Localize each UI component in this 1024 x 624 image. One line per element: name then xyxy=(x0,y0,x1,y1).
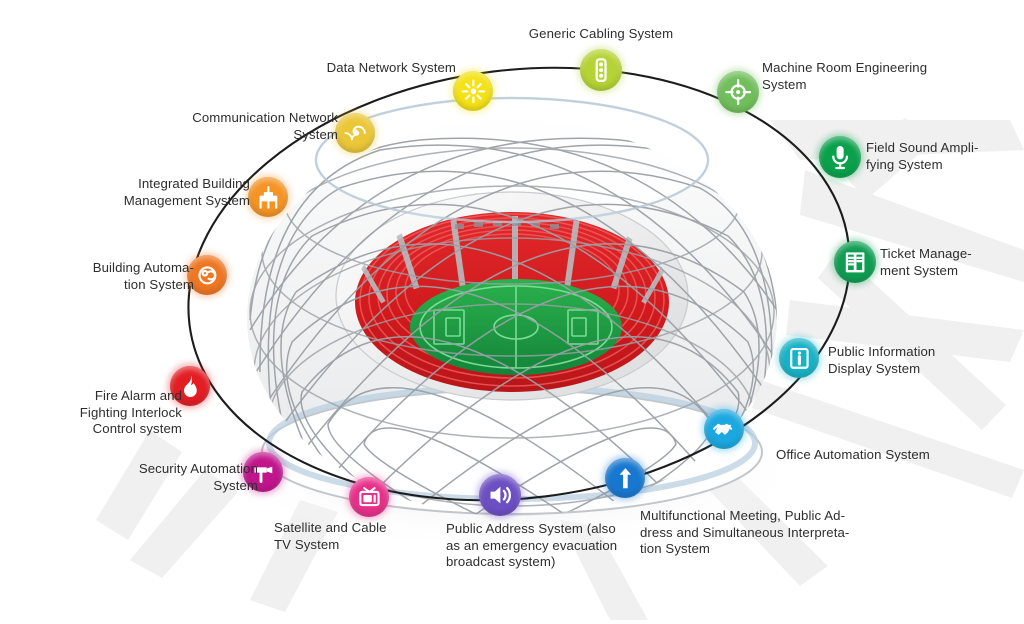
info-display-icon xyxy=(785,344,814,373)
system-node-public-information[interactable] xyxy=(779,338,819,378)
system-label-building-automation: Building Automa- tion System xyxy=(92,260,194,292)
system-label-machine-room: Machine Room Engineering System xyxy=(762,60,928,92)
handshake-icon xyxy=(710,415,739,444)
system-node-machine-room[interactable] xyxy=(717,71,759,113)
cctv-camera-icon xyxy=(249,458,278,487)
system-node-public-address[interactable] xyxy=(479,474,521,516)
cable-connector-icon xyxy=(586,55,616,85)
system-node-satellite-cable-tv[interactable] xyxy=(349,477,389,517)
system-node-multifunctional-meeting[interactable] xyxy=(605,458,645,498)
system-node-integrated-building[interactable] xyxy=(248,177,288,217)
scoreboard-row xyxy=(455,221,559,229)
thermostat-dial-icon xyxy=(193,261,222,290)
crosshair-target-icon xyxy=(723,77,753,107)
spiral-signal-icon xyxy=(341,119,370,148)
ticket-book-icon xyxy=(840,247,870,277)
system-label-communication-network: Communication Network System xyxy=(192,110,338,142)
system-label-generic-cabling: Generic Cabling System xyxy=(528,26,674,41)
system-node-building-automation[interactable] xyxy=(187,255,227,295)
building-network-icon xyxy=(254,183,283,212)
system-label-fire-alarm: Fire Alarm and Fighting Interlock Contro… xyxy=(79,388,182,436)
system-node-data-network[interactable] xyxy=(453,71,493,111)
flame-icon xyxy=(176,372,205,401)
system-node-office-automation[interactable] xyxy=(704,409,744,449)
system-label-ticket-management: Ticket Manage- ment System xyxy=(880,246,972,278)
microphone-icon xyxy=(825,142,855,172)
podium-speaker-icon xyxy=(611,464,640,493)
system-label-data-network: Data Network System xyxy=(326,60,456,75)
television-icon xyxy=(355,483,384,512)
loudspeaker-icon xyxy=(485,480,515,510)
system-node-field-sound[interactable] xyxy=(819,136,861,178)
system-node-communication-network[interactable] xyxy=(335,113,375,153)
system-label-field-sound: Field Sound Ampli- fying System xyxy=(866,140,979,172)
system-node-generic-cabling[interactable] xyxy=(580,49,622,91)
network-burst-icon xyxy=(459,77,488,106)
system-node-security-automation[interactable] xyxy=(243,452,283,492)
system-node-ticket-management[interactable] xyxy=(834,241,876,283)
system-label-public-address: Public Address System (also as an emerge… xyxy=(446,521,618,569)
system-label-integrated-building: Integrated Building Management System xyxy=(123,176,250,208)
system-node-fire-alarm[interactable] xyxy=(170,366,210,406)
system-label-security-automation: Security Automation System xyxy=(138,461,258,493)
system-label-public-information: Public Information Display System xyxy=(828,344,936,376)
system-label-satellite-cable-tv: Satellite and Cable TV System xyxy=(274,520,387,552)
system-label-multifunctional-meeting: Multifunctional Meeting, Public Ad- dres… xyxy=(640,508,850,556)
system-label-office-automation: Office Automation System xyxy=(776,447,930,462)
roof-aperture-ring xyxy=(314,96,710,224)
